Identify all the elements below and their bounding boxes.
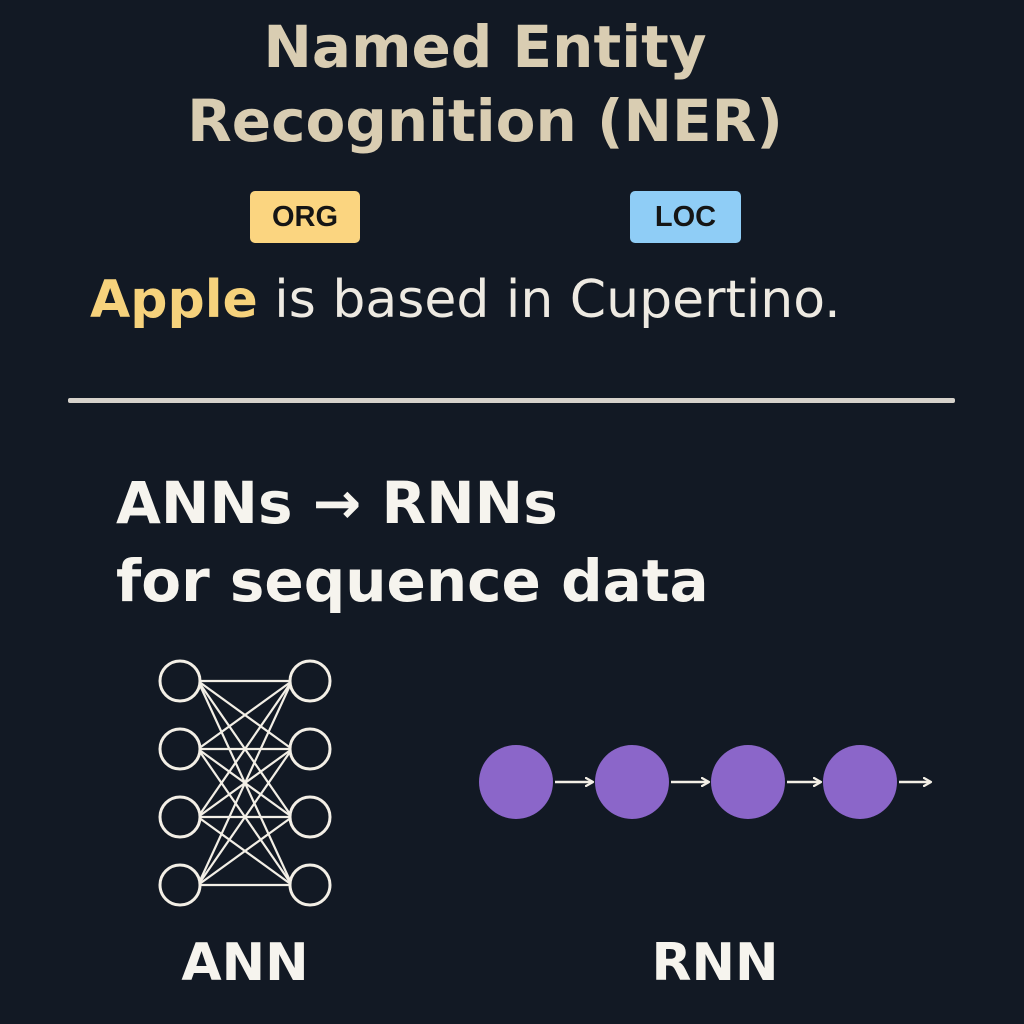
rnn-label: RNN [651,933,779,993]
tag-loc-badge: LOC [630,191,741,243]
ann-output-node [288,659,332,703]
rnn-cell [595,745,669,819]
ann-output-node [288,863,332,907]
ann-output-node [288,727,332,771]
ann-label: ANN [181,933,309,993]
sentence-rest: is based in Cupertino. [257,270,841,330]
title-line-2: Recognition (NER) [187,87,783,155]
tag-org-badge: ORG [250,191,360,243]
entity-apple: Apple [90,270,258,330]
rnn-cell [711,745,785,819]
ann-edge [197,680,293,886]
rnn-cell [479,745,553,819]
ann-edge [197,816,293,886]
rnn-chain [479,745,931,819]
example-sentence: Apple is based in Cupertino. [90,262,970,338]
ann-input-node [158,863,202,907]
section-divider [68,398,955,403]
rnn-cell [823,745,897,819]
title-line-1: Named Entity [263,13,707,81]
heading-line-2: for sequence data [116,547,709,615]
ann-input-node [158,727,202,771]
ann-input-node [158,795,202,839]
ann-nodes [158,659,332,907]
heading-line-1: ANNs → RNNs [116,469,558,537]
ann-edge [197,748,293,886]
ann-output-node [288,795,332,839]
ann-input-node [158,659,202,703]
ann-edge [197,680,293,750]
ann-edge [197,680,293,818]
ann-edges [197,679,293,887]
